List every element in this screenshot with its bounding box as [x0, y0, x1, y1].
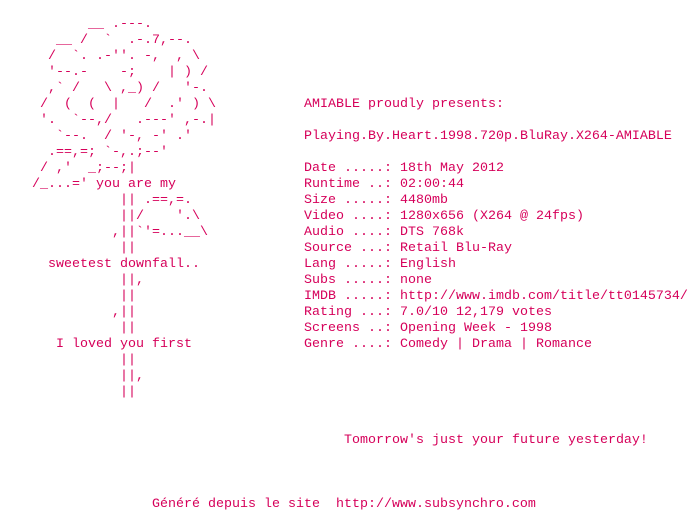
info-row: Screens ..: Opening Week - 1998 [304, 321, 552, 337]
ascii-art-line: ,|| [8, 305, 136, 320]
ascii-art-line: || [8, 385, 136, 400]
info-row: Size .....: 4480mb [304, 193, 448, 209]
info-label: Lang .....: [304, 257, 392, 272]
info-row: Subs .....: none [304, 273, 432, 289]
info-row: Rating ...: 7.0/10 12,179 votes [304, 305, 552, 321]
info-label: Size .....: [304, 193, 392, 208]
info-value: Retail Blu-Ray [399, 241, 512, 256]
ascii-art-line: __ .---. [8, 17, 152, 32]
ascii-art-line: / ( ( | / .' ) \ [8, 97, 216, 112]
info-row: Video ....: 1280x656 (X264 @ 24fps) [304, 209, 584, 225]
info-label: Screens ..: [304, 321, 392, 336]
info-value: 18th May 2012 [399, 161, 504, 176]
subsynchro-link[interactable]: http://www.subsynchro.com [335, 497, 536, 512]
info-label: Audio ....: [304, 225, 392, 240]
info-row: Genre ....: Comedy | Drama | Romance [304, 337, 592, 353]
footer-prefix: Généré depuis le site [152, 497, 336, 512]
info-value: DTS 768k [399, 225, 464, 240]
ascii-art-line: `--. / '-, -' .' [8, 129, 192, 144]
presents-line: AMIABLE proudly presents: [304, 97, 504, 112]
ascii-art-line: ,` / \ ,_) / '-. [8, 81, 208, 96]
ascii-art-line: ||/ '.\ [8, 209, 200, 224]
info-label: Date .....: [304, 161, 392, 176]
info-value: Opening Week - 1998 [399, 321, 552, 336]
info-row: Date .....: 18th May 2012 [304, 161, 504, 177]
release-name: Playing.By.Heart.1998.720p.BluRay.X264-A… [304, 129, 672, 144]
info-value: 1280x656 (X264 @ 24fps) [399, 209, 584, 224]
info-label: Subs .....: [304, 273, 392, 288]
info-row: IMDB .....: http://www.imdb.com/title/tt… [304, 289, 688, 305]
ascii-art-line: || .==,=. [8, 193, 192, 208]
ascii-art-line: ,||`'=...__\ [8, 225, 208, 240]
info-label: Runtime ..: [304, 177, 392, 192]
ascii-art-line: || [8, 289, 136, 304]
release-info: AMIABLE proudly presents: Playing.By.Hea… [0, 64, 688, 352]
info-value: none [399, 273, 432, 288]
ascii-art-line: / ,' _;--;| [8, 161, 136, 176]
info-row: Source ...: Retail Blu-Ray [304, 241, 512, 257]
ascii-art-line: ||, [8, 369, 144, 384]
info-value: 4480mb [399, 193, 448, 208]
ascii-art-line: / `. .-''. -, , \ [8, 49, 200, 64]
info-value: English [399, 257, 456, 272]
info-label: Video ....: [304, 209, 392, 224]
ascii-art-line: || [8, 241, 136, 256]
info-value: 02:00:44 [399, 177, 464, 192]
info-row: Lang .....: English [304, 257, 456, 273]
info-value: Comedy | Drama | Romance [399, 337, 592, 352]
ascii-art-line: '. `--,/ .---' ,-.| [8, 113, 216, 128]
ascii-art-line: __ / ` .-.7,--. [8, 33, 192, 48]
ascii-art-line: || [8, 353, 136, 368]
ascii-art-line: sweetest downfall.. [8, 257, 200, 272]
footer: Généré depuis le site http://www.subsync… [152, 497, 536, 513]
info-label: Rating ...: [304, 305, 392, 320]
ascii-art-line: || [8, 321, 136, 336]
info-value: 7.0/10 12,179 votes [399, 305, 552, 320]
ascii-art-line: .==,=; `-,.;--' [8, 145, 168, 160]
info-row: Audio ....: DTS 768k [304, 225, 464, 241]
info-label: Genre ....: [304, 337, 392, 352]
ascii-art-line: ||, [8, 273, 144, 288]
ascii-art-line: I loved you first [8, 337, 192, 352]
ascii-art-line: '--.- -; | ) / [8, 65, 208, 80]
ascii-art-line: /_...=' you are my [8, 177, 176, 192]
imdb-link[interactable]: http://www.imdb.com/title/tt0145734/ [399, 289, 688, 304]
info-label: IMDB .....: [304, 289, 392, 304]
info-row: Runtime ..: 02:00:44 [304, 177, 464, 193]
tagline: Tomorrow's just your future yesterday! [344, 433, 648, 448]
info-label: Source ...: [304, 241, 392, 256]
